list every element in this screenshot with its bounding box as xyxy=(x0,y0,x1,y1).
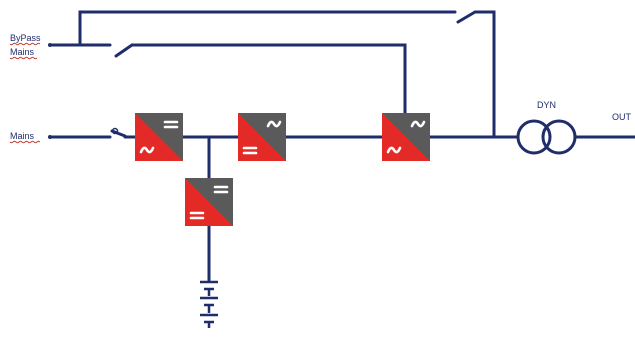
spellcheck-underline xyxy=(9,140,41,144)
bypass-mains-switch[interactable] xyxy=(114,43,134,58)
battery-converter[interactable] xyxy=(185,178,233,226)
transformer-label: DYN xyxy=(537,100,556,110)
battery-icon xyxy=(200,280,218,328)
bypass-label-line2: Mains xyxy=(10,47,35,57)
rectifier-converter[interactable] xyxy=(135,113,183,161)
inverter-converter[interactable] xyxy=(238,113,286,161)
spellcheck-underline xyxy=(9,56,38,60)
mains-switch[interactable] xyxy=(110,129,127,138)
mains-label: Mains xyxy=(10,131,35,141)
mains-line xyxy=(48,127,137,139)
output-label: OUT xyxy=(612,112,632,122)
transformer-icon[interactable] xyxy=(516,119,577,155)
spellcheck-underline xyxy=(9,42,41,46)
bypass-terminal xyxy=(48,43,52,47)
bypass-switch[interactable] xyxy=(456,10,477,24)
bypass-mains-line xyxy=(48,43,407,115)
bypass-label-line1: ByPass xyxy=(10,33,41,43)
mains-terminal xyxy=(48,135,52,139)
bypass-converter[interactable] xyxy=(382,113,430,161)
